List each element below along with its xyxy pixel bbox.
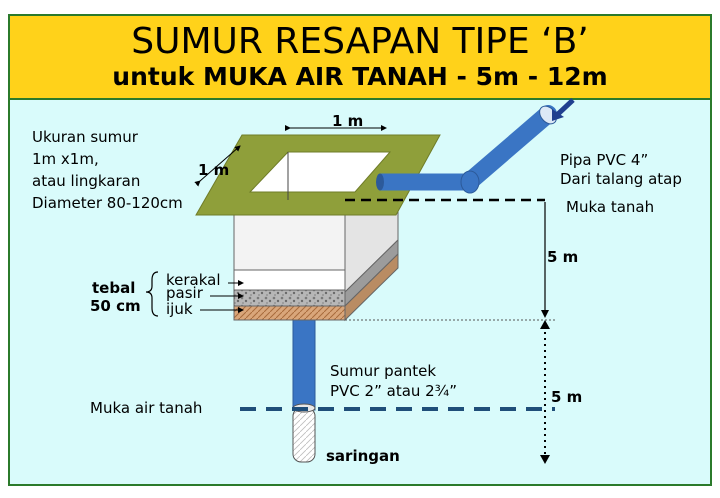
layer-label-pasir: pasir bbox=[166, 284, 204, 302]
inlet-pipe-diagonal bbox=[460, 105, 557, 191]
depth-upper-arrow bbox=[541, 310, 549, 318]
depth-upper-label: 5 m bbox=[547, 248, 578, 266]
page-title: SUMUR RESAPAN TIPE ‘B’ bbox=[131, 21, 589, 62]
inflow-arrow-shaft bbox=[556, 98, 575, 116]
size-note-line-4: Diameter 80-120cm bbox=[32, 194, 183, 212]
pipe-label-line-2: Dari talang atap bbox=[560, 170, 682, 188]
layer-label-kerakal: kerakal bbox=[166, 271, 221, 289]
thickness-brace bbox=[145, 271, 159, 317]
pipe-elbow bbox=[460, 170, 480, 194]
inflow-arrow-head bbox=[552, 109, 564, 121]
size-note-line-3: atau lingkaran bbox=[32, 172, 140, 190]
dim-side-arrow bbox=[194, 145, 241, 187]
thickness-label-line-1: tebal bbox=[92, 279, 135, 297]
title-band: SUMUR RESAPAN TIPE ‘B’ untuk MUKA AIR TA… bbox=[10, 16, 710, 100]
thickness-label-line-2: 50 cm bbox=[90, 297, 141, 315]
pantek-pipe bbox=[292, 319, 316, 411]
size-note-line-1: Ukuran sumur bbox=[32, 128, 139, 146]
depth-lower-arrow-top bbox=[540, 320, 550, 329]
depth-lower-arrow-bottom bbox=[540, 455, 550, 464]
depth-lower-label: 5 m bbox=[551, 388, 582, 406]
layer-pasir bbox=[233, 289, 346, 307]
ground-label: Muka tanah bbox=[566, 198, 654, 216]
dim-top-label: 1 m bbox=[332, 112, 363, 130]
layer-kerakal bbox=[233, 269, 346, 291]
page-subtitle: untuk MUKA AIR TANAH - 5m - 12m bbox=[112, 62, 608, 91]
layer-ijuk bbox=[233, 305, 346, 321]
pipe-label-line-1: Pipa PVC 4” bbox=[560, 151, 648, 169]
pipe-outlet bbox=[376, 173, 384, 191]
size-note-line-2: 1m x1m, bbox=[32, 150, 99, 168]
pantek-label-line-2: PVC 2” atau 2¾” bbox=[330, 382, 457, 400]
filter-screen bbox=[292, 407, 316, 463]
dim-side-label: 1 m bbox=[198, 161, 229, 179]
lid-opening bbox=[248, 151, 392, 193]
water-table-label: Muka air tanah bbox=[90, 399, 202, 417]
filter-label: saringan bbox=[326, 447, 400, 465]
pantek-label-line-1: Sumur pantek bbox=[330, 362, 436, 380]
layer-label-ijuk: ijuk bbox=[166, 300, 193, 318]
